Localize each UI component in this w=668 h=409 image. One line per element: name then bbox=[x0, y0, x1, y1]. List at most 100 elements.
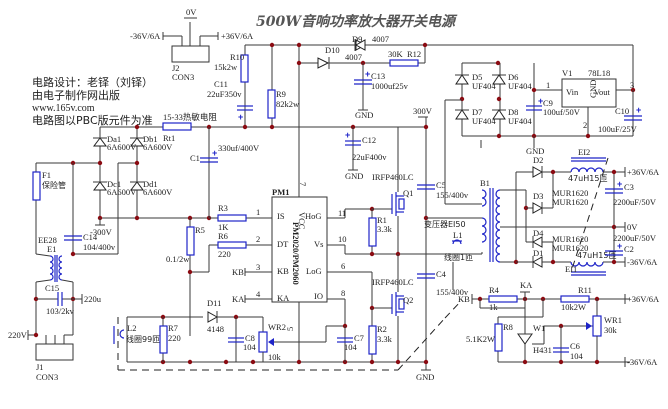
r7-resistor bbox=[159, 325, 168, 354]
pin4-num: 4 bbox=[256, 289, 261, 299]
ei2-value: 47uH15匝 bbox=[568, 174, 607, 183]
j2-ref: J2 bbox=[172, 63, 180, 73]
r9-resistor bbox=[267, 89, 276, 119]
protection-section: L2 线圈99匝 R7 220 D11 4148 C8 104 WR2 10k … bbox=[113, 298, 463, 371]
pin5-num: 5 bbox=[285, 327, 295, 331]
connector-j2: 0V -36V/6A +36V/6A J2 CON3 bbox=[130, 7, 254, 82]
out-0v-label: 0V bbox=[627, 222, 638, 232]
wr2-value: 10k bbox=[268, 352, 282, 362]
c13-value: 1000uf25v bbox=[371, 81, 409, 91]
pm1-io: IO bbox=[314, 291, 323, 301]
c9-value: 100uf/50V bbox=[543, 107, 581, 117]
rt1-thermistor bbox=[162, 122, 192, 131]
d11-diode bbox=[207, 311, 219, 323]
r2-resistor bbox=[368, 325, 377, 355]
pm1-dt: DT bbox=[277, 239, 289, 249]
f1-fuse bbox=[32, 171, 41, 201]
svg-text:+: + bbox=[538, 96, 543, 106]
v1-pin1: 1 bbox=[546, 80, 550, 90]
c11-ref: C11 bbox=[214, 79, 228, 89]
dc1-diode bbox=[93, 181, 107, 191]
svg-text:+: + bbox=[238, 112, 243, 122]
d4-ref: D4 bbox=[533, 228, 544, 238]
input-bridge: 15-33热敏电阻 Rt1 Da1 6A600V Db1 6A600V Dc1 … bbox=[8, 112, 260, 382]
pm1-pin7: 7 bbox=[298, 182, 308, 186]
l1-value: 线圈1匝 bbox=[444, 252, 473, 262]
kb-label: KB bbox=[232, 267, 244, 277]
j2-0v-label: 0V bbox=[186, 7, 197, 17]
regulator-section: D5 UF404 D6 UF404 D7 UF404 D8 UF404 + C9… bbox=[440, 44, 642, 156]
svg-text:+: + bbox=[617, 179, 622, 189]
c12-value: 22uF400v bbox=[352, 152, 387, 162]
neg300-label: -300V bbox=[90, 227, 113, 237]
j2-pos36-label: +36V/6A bbox=[221, 31, 254, 41]
c12-gnd: GND bbox=[345, 171, 363, 181]
d3-diode bbox=[532, 202, 544, 214]
out-pos36-label: +36V/6A bbox=[627, 167, 660, 177]
c3-ref: C3 bbox=[624, 182, 634, 192]
svg-text:+: + bbox=[345, 130, 350, 140]
out-neg36-label: -36V/6A bbox=[627, 257, 658, 267]
d11-ref: D11 bbox=[207, 298, 221, 308]
h431-regulator bbox=[517, 333, 533, 345]
pm1-part: PM2020/PM2060 bbox=[291, 222, 301, 285]
d2-ref: D2 bbox=[533, 155, 543, 165]
d5-ref: D5 bbox=[472, 72, 482, 82]
r7-ref: R7 bbox=[168, 323, 178, 333]
e1-ref: E1 bbox=[47, 244, 56, 254]
dd1-ref: Dd1 bbox=[143, 179, 158, 189]
d6-ref: D6 bbox=[508, 72, 518, 82]
r4-ref: R4 bbox=[489, 285, 500, 295]
pin11-num: 11 bbox=[338, 208, 346, 218]
r3-ref: R3 bbox=[218, 203, 228, 213]
c2-ref: C2 bbox=[624, 244, 634, 254]
r6-ref: R6 bbox=[218, 231, 228, 241]
l1-coil bbox=[452, 239, 462, 245]
d1-part: MUR1620 bbox=[552, 243, 588, 253]
r4-resistor bbox=[488, 295, 518, 303]
l2-coil bbox=[119, 329, 125, 339]
svg-text:+: + bbox=[212, 148, 217, 158]
r12-resistor bbox=[389, 59, 419, 67]
d7-diode bbox=[455, 109, 469, 120]
r11-value: 10k2W bbox=[561, 302, 586, 312]
pm1-vs: Vs bbox=[314, 239, 323, 249]
c6-ref: C6 bbox=[570, 341, 580, 351]
r11-ref: R11 bbox=[578, 285, 592, 295]
reg-gnd: GND bbox=[526, 146, 544, 156]
pin3-num: 3 bbox=[256, 262, 260, 272]
v300-label: 300V bbox=[413, 106, 433, 116]
wr2-ref: WR2 bbox=[268, 322, 286, 332]
pm1-log: LoG bbox=[306, 266, 322, 276]
c7-value: 104 bbox=[344, 342, 358, 352]
r8-ref: R8 bbox=[503, 322, 513, 332]
ka-label: KA bbox=[232, 294, 245, 304]
diagram-title: 500W音响功率放大器开关电源 bbox=[256, 13, 458, 30]
q1-ref: Q1 bbox=[403, 188, 413, 198]
q2-part: IRFP460LC bbox=[372, 277, 414, 287]
q1-part: IRFP460LC bbox=[372, 172, 414, 182]
j2-body bbox=[171, 45, 210, 63]
d1-diode bbox=[531, 256, 543, 268]
e1-core-ref: EE28 bbox=[38, 235, 57, 245]
v1-pin2: 2 bbox=[583, 120, 587, 130]
r7-value: 220 bbox=[168, 333, 181, 343]
c4-ref: C4 bbox=[436, 269, 447, 279]
r4-value: 1k bbox=[489, 302, 498, 312]
d8-diode bbox=[492, 109, 506, 120]
b1-ref: B1 bbox=[480, 178, 490, 188]
d9-value: 4007 bbox=[372, 34, 389, 44]
ei1-value: 47uH15匝 bbox=[577, 251, 616, 260]
power-stage: IRFP460LC Q1 R1 3.3k IRFP460LC Q2 R2 3.3… bbox=[190, 127, 482, 382]
c10-value: 100uF/25V bbox=[598, 124, 638, 134]
d5-diode bbox=[455, 74, 469, 85]
ei2-inductor bbox=[570, 167, 604, 173]
pin1-num: 1 bbox=[256, 207, 260, 217]
pm1-hog: HoG bbox=[305, 211, 322, 221]
j1-ref: J1 bbox=[36, 362, 44, 372]
r8-value: 5.1K2W bbox=[466, 334, 495, 344]
c5-ref: C5 bbox=[436, 180, 446, 190]
c4-value: 155/400v bbox=[436, 287, 469, 297]
fb-ka-label: KA bbox=[520, 280, 533, 290]
d3-ref: D3 bbox=[533, 191, 543, 201]
